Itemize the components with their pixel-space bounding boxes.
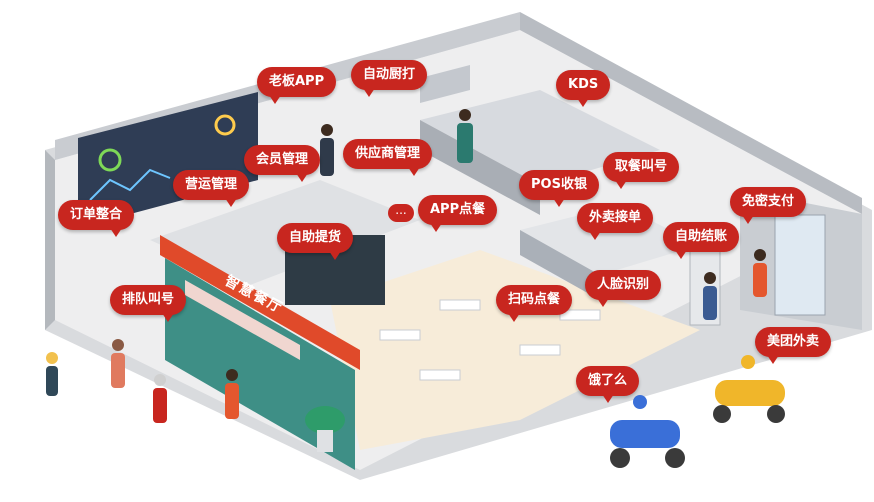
dashboard-line [89, 168, 171, 201]
vending-machine [774, 214, 826, 316]
dining-table [519, 344, 561, 356]
dining-table [559, 309, 601, 321]
label-auto-kitchen-print: 自动厨打 [351, 60, 428, 97]
label-order-integration: 订单整合 [58, 200, 135, 237]
label-pos-checkout: POS收银 [519, 170, 599, 207]
label-face-recognition: 人脸识别 [585, 270, 662, 307]
service-counter-front [520, 230, 600, 300]
label-kds: KDS [556, 70, 611, 107]
dashboard-gauge [98, 148, 122, 172]
dining-table [379, 329, 421, 341]
meituan-scooter [713, 355, 785, 423]
people [46, 109, 767, 423]
label-app-ordering: APP点餐 [418, 195, 498, 232]
label-scan-ordering: 扫码点餐 [496, 285, 573, 322]
label-eleme: 饿了么 [576, 366, 640, 403]
label-ellipsis: ... [388, 204, 414, 222]
awning [185, 280, 300, 360]
label-supplier-management: 供应商管理 [343, 139, 433, 176]
kitchen-counter-front [420, 120, 540, 215]
storefront-sign-band [160, 235, 360, 370]
label-boss-app: 老板APP [257, 67, 337, 104]
back-wall-right [520, 12, 862, 214]
dining-table [439, 299, 481, 311]
dining-table [419, 369, 461, 381]
label-meituan-takeout: 美团外卖 [755, 327, 832, 364]
label-self-pickup: 自助提货 [277, 223, 354, 260]
dashboard-gauge-2 [214, 114, 236, 136]
service-counter [520, 205, 700, 275]
label-queue-calling: 排队叫号 [110, 285, 187, 322]
plant-pot [317, 430, 333, 452]
kitchen-counter [420, 90, 660, 185]
label-pickup-calling: 取餐叫号 [603, 152, 680, 189]
range-hood [420, 65, 470, 103]
label-password-free-payment: 免密支付 [730, 187, 807, 224]
left-wall [45, 150, 55, 330]
dashboard-screen [78, 92, 258, 228]
label-takeout-accept: 外卖接单 [577, 203, 654, 240]
eleme-scooter [610, 395, 685, 468]
label-member-management: 会员管理 [244, 145, 321, 182]
label-operations-management: 营运管理 [173, 170, 250, 207]
plant [305, 406, 345, 434]
label-self-checkout: 自助结账 [663, 222, 740, 259]
